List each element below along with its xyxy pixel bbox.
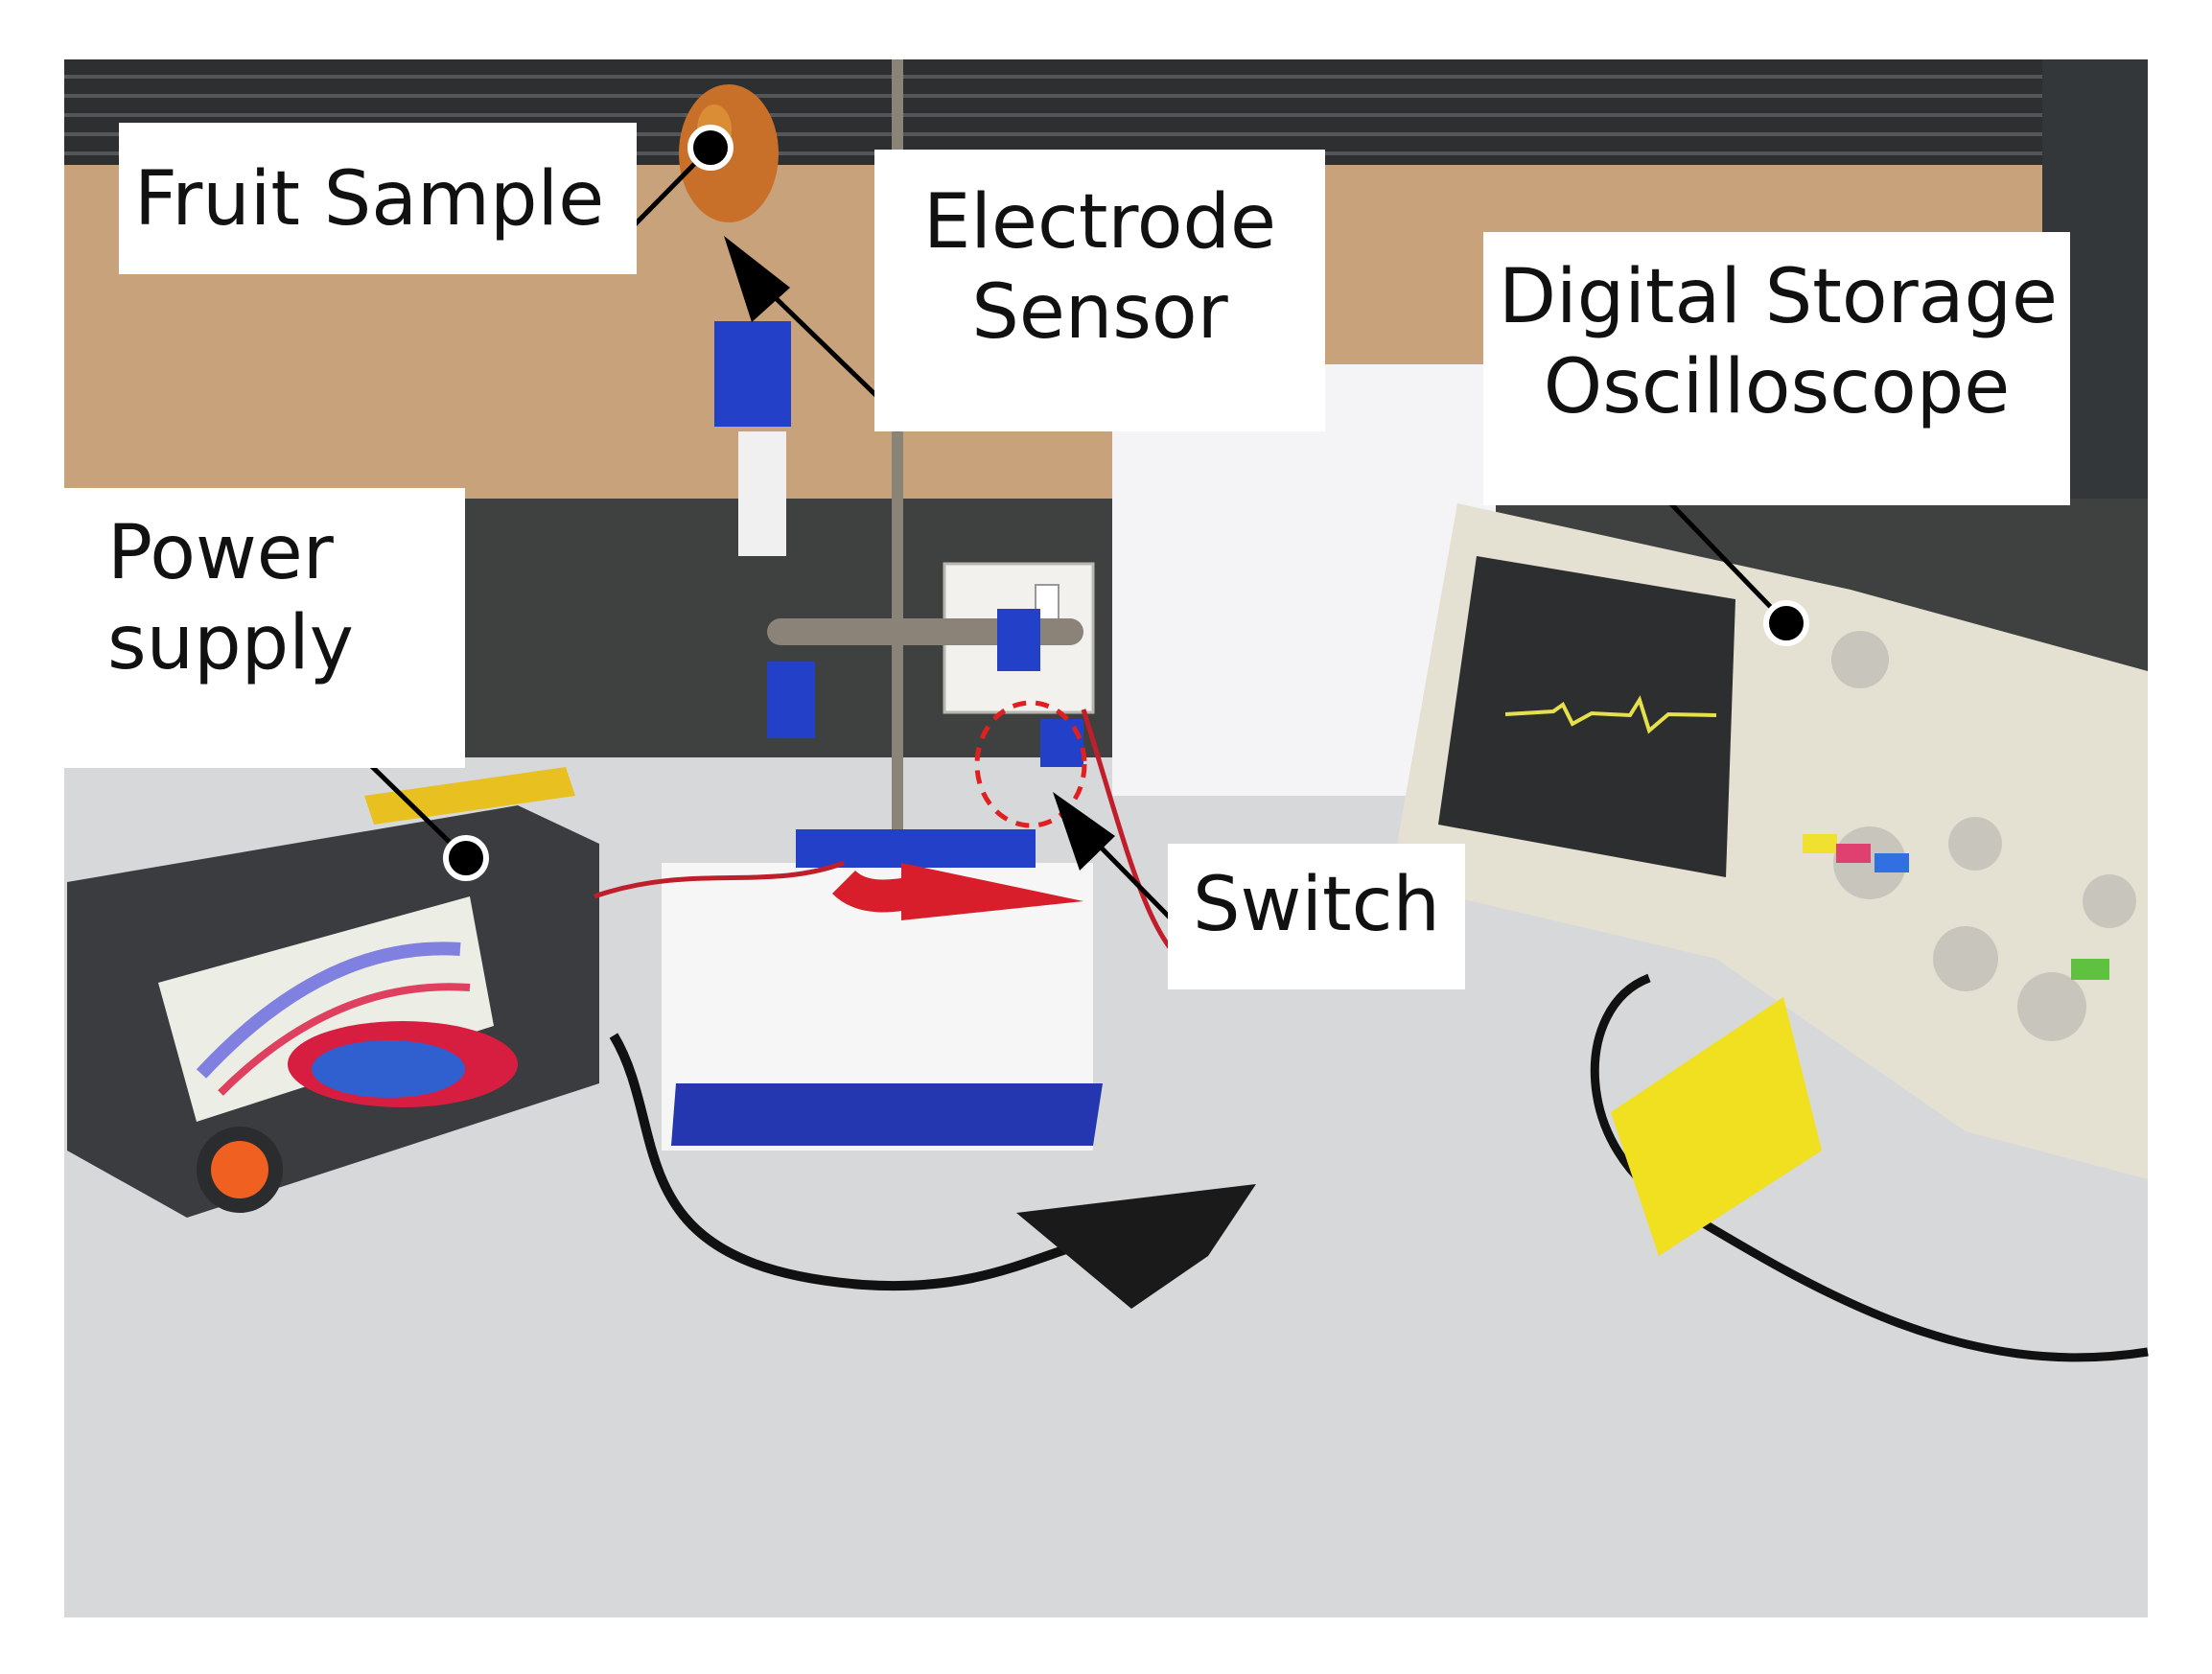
electrode-sensor-line-2: Sensor	[971, 268, 1228, 356]
switch-label: Switch	[1168, 844, 1465, 989]
oscilloscope-line-2: Oscilloscope	[1543, 343, 2011, 430]
power-supply-label: Power supply	[64, 488, 465, 768]
cables	[594, 709, 2149, 1362]
power-supply-line-1: Power	[107, 510, 334, 596]
black-probe-clip	[1016, 1184, 1256, 1309]
power-supply-device	[67, 767, 599, 1218]
switch-text: Switch	[1193, 862, 1440, 948]
fruit-sample-text: Fruit Sample	[134, 156, 605, 243]
oscilloscope-dot	[1763, 600, 1809, 646]
oscilloscope-line-1: Digital Storage	[1499, 254, 2058, 340]
oscilloscope-device	[1390, 503, 2148, 1179]
oscilloscope-label: Digital Storage Oscilloscope	[1483, 232, 2070, 505]
switch-marker	[974, 700, 1087, 828]
fruit-sample-dot	[687, 125, 733, 171]
power-supply-line-2: supply	[107, 599, 354, 686]
retort-stand	[662, 59, 1103, 1151]
scope-trace	[1504, 695, 1717, 734]
probe-warning-tag	[1611, 997, 1822, 1256]
electrode-holder	[738, 431, 786, 556]
power-supply-dot	[443, 835, 489, 881]
electrode-sensor-label: Electrode Sensor	[874, 150, 1325, 431]
electrode-sensor-line-1: Electrode	[923, 179, 1276, 266]
stand-base	[796, 829, 1036, 868]
electrode-sensor-arrowhead	[724, 236, 790, 322]
upper-clamp	[714, 321, 791, 427]
switch-arrowhead	[1053, 792, 1115, 871]
fruit-sample-label: Fruit Sample	[119, 123, 637, 274]
